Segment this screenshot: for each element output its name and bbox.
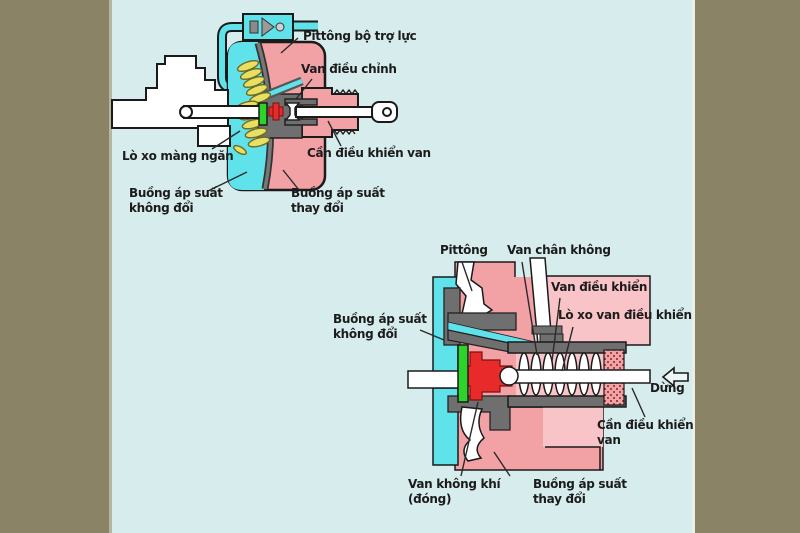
air-valve-lever — [459, 406, 485, 462]
label-valve-control-rod-top: Cần điều khiển van — [307, 146, 431, 160]
valve-control-rod — [505, 369, 651, 384]
shell-outline-bottom — [545, 446, 601, 470]
lower-right-shell — [543, 407, 603, 447]
label-valve-control-rod-bottom: Cần điều khiển van — [597, 418, 694, 447]
leader-lines-bottom — [419, 261, 646, 477]
stop-arrow-icon — [661, 366, 689, 388]
bottom-diagram — [407, 257, 689, 477]
valve-spool — [284, 102, 301, 121]
valve-ball — [499, 366, 519, 386]
reaction-disc-bottom — [457, 344, 469, 403]
label-adjust-valve: Van điều chỉnh — [301, 62, 397, 76]
check-valve — [242, 13, 294, 41]
label-control-valve: Van điều khiển — [551, 280, 648, 294]
label-variable-chamber-top: Buồng áp suất thay đổi — [291, 186, 385, 215]
label-vacuum-valve: Van chân không — [507, 243, 611, 257]
label-constant-chamber-bottom: Buồng áp suất không đổi — [333, 312, 427, 341]
label-stop: Dừng — [650, 381, 685, 395]
label-piston: Pittông — [440, 243, 488, 257]
label-variable-chamber-bottom: Buồng áp suất thay đổi — [533, 477, 627, 506]
master-cylinder — [111, 55, 231, 147]
diaphragm-springs — [233, 59, 272, 156]
label-booster-piston: Pittông bộ trợ lực — [303, 29, 417, 43]
piston-section — [455, 261, 494, 319]
label-diaphragm-spring: Lò xo màng ngăn — [122, 149, 234, 163]
label-air-valve-closed: Van không khí (đóng) — [408, 477, 501, 506]
input-rod — [179, 105, 263, 119]
label-control-valve-spring: Lò xo van điều khiển — [558, 308, 692, 322]
vacuum-hose — [217, 20, 318, 93]
label-constant-chamber-top: Buồng áp suất không đổi — [129, 186, 223, 215]
adjust-valve-element — [268, 102, 284, 121]
push-rod-clevis — [295, 101, 398, 123]
output-rod-slot — [407, 370, 463, 389]
reaction-disc-top — [258, 102, 268, 126]
leader-lines-top — [207, 37, 342, 192]
top-diagram — [111, 13, 398, 192]
